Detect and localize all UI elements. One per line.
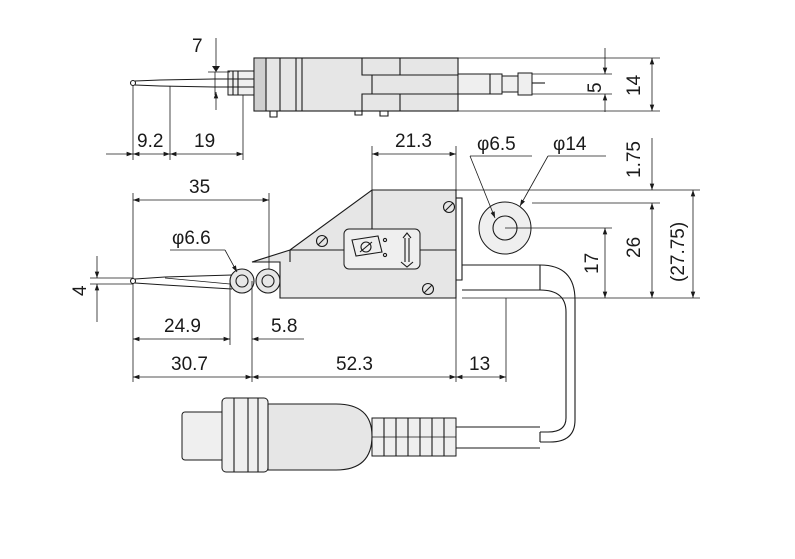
dim-35: 35 [132,177,270,278]
top-connector [457,72,545,96]
side-view: 21.3 φ6.5 φ14 1.75 26 (27.75) 17 [70,131,700,473]
side-stylus [129,268,281,294]
top-clamp [227,70,257,96]
dim-24-9-5-8: 24.9 5.8 [132,281,304,382]
dim-4: 4 [70,256,133,322]
dim-30-7-52-3-13: 30.7 52.3 13 [133,298,507,382]
dim-9-2-19: 9.2 19 [106,86,244,160]
dim-30-7-label: 30.7 [171,354,208,375]
dim-5-14: 5 14 [458,48,660,112]
side-cable [456,264,576,449]
dim-7-label: 7 [192,36,203,57]
top-view: 7 9.2 19 5 14 [106,36,660,160]
dim-17-label: 17 [582,253,603,274]
phi-6-5-label: φ6.5 [477,134,516,155]
dim-21-3: 21.3 [371,131,457,190]
dim-35-label: 35 [189,177,210,198]
dim-phi: φ6.5 φ14 [469,134,606,219]
dim-7: 7 [192,36,230,110]
dim-27-75-label: (27.75) [668,222,689,282]
dim-1-75-label: 1.75 [624,141,645,178]
dim-4-label: 4 [70,285,91,296]
dim-verticals: 1.75 26 (27.75) 17 [456,138,700,299]
side-plug [181,397,457,473]
dim-19-label: 19 [194,131,215,152]
dim-52-3-label: 52.3 [336,354,373,375]
dim-14-label: 14 [624,74,645,96]
dim-26-label: 26 [624,237,645,258]
phi-14-label: φ14 [553,134,587,155]
dim-9-2-label: 9.2 [137,131,163,152]
dim-24-9-label: 24.9 [164,316,201,337]
side-housing [251,189,463,299]
dim-21-3-label: 21.3 [395,131,432,152]
dim-13-label: 13 [469,354,490,375]
dim-5-8-label: 5.8 [271,316,297,337]
phi-6-6-label: φ6.6 [172,228,211,249]
dim-phi-6-6: φ6.6 [170,228,238,273]
dim-5-label: 5 [585,82,606,93]
top-stylus [129,72,230,95]
top-body [253,57,459,118]
